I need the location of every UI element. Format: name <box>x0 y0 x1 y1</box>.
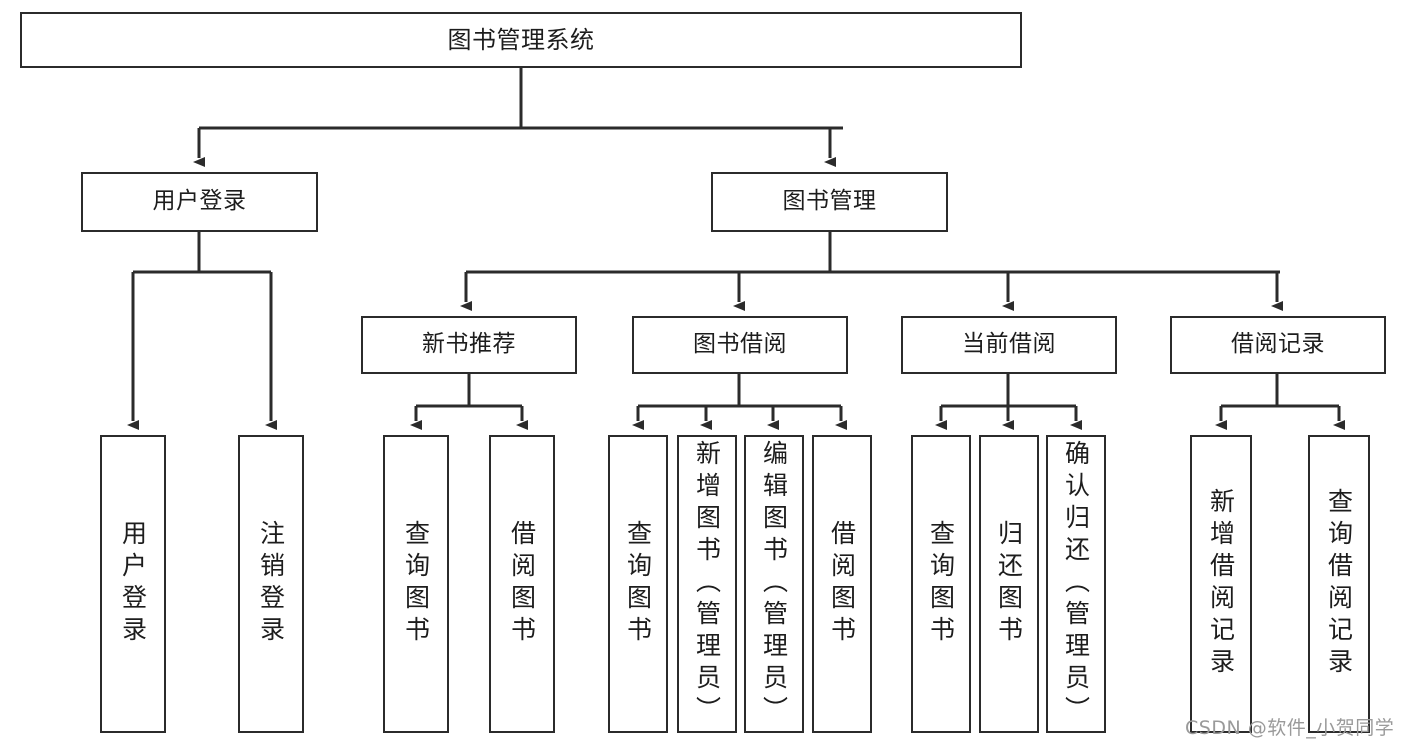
node-root-book-management-system[interactable]: 图书管理系统 <box>20 12 1022 68</box>
node-label: 查询图书 <box>623 520 653 648</box>
leaf-query-book-3[interactable]: 查询图书 <box>911 435 971 733</box>
node-label: 注销登录 <box>256 520 286 648</box>
leaf-query-book-1[interactable]: 查询图书 <box>383 435 449 733</box>
node-label: 借阅记录 <box>1231 331 1325 358</box>
node-label: 图书管理 <box>782 188 877 215</box>
node-book-manage[interactable]: 图书管理 <box>711 172 948 232</box>
node-label: 新书推荐 <box>422 331 516 358</box>
node-label: 用户登录 <box>118 520 148 648</box>
node-label: 新增借阅记录 <box>1206 488 1236 680</box>
leaf-user-login[interactable]: 用户登录 <box>100 435 166 733</box>
node-label: 图书借阅 <box>693 331 787 358</box>
node-label: 查询图书 <box>926 520 956 648</box>
node-label: 查询借阅记录 <box>1324 488 1354 680</box>
leaf-logout-login[interactable]: 注销登录 <box>238 435 304 733</box>
node-book-borrow[interactable]: 图书借阅 <box>632 316 848 374</box>
leaf-add-book[interactable]: 新增图书（管理员） <box>677 435 737 733</box>
leaf-add-record[interactable]: 新增借阅记录 <box>1190 435 1252 733</box>
leaf-confirm-return[interactable]: 确认归还（管理员） <box>1046 435 1106 733</box>
node-label: 编辑图书（管理员） <box>759 440 789 728</box>
node-label: 图书管理系统 <box>447 25 595 54</box>
node-label: 当前借阅 <box>962 331 1056 358</box>
leaf-borrow-book-2[interactable]: 借阅图书 <box>812 435 872 733</box>
node-label: 借阅图书 <box>827 520 857 648</box>
node-new-book-recommend[interactable]: 新书推荐 <box>361 316 577 374</box>
leaf-edit-book[interactable]: 编辑图书（管理员） <box>744 435 804 733</box>
node-label: 确认归还（管理员） <box>1061 440 1091 728</box>
leaf-return-book[interactable]: 归还图书 <box>979 435 1039 733</box>
node-label: 新增图书（管理员） <box>692 440 722 728</box>
node-label: 归还图书 <box>994 520 1024 648</box>
leaf-query-record[interactable]: 查询借阅记录 <box>1308 435 1370 733</box>
node-label: 查询图书 <box>401 520 431 648</box>
leaf-borrow-book-1[interactable]: 借阅图书 <box>489 435 555 733</box>
node-label: 借阅图书 <box>507 520 537 648</box>
csdn-watermark: CSDN @软件_小贺同学 <box>1185 717 1395 739</box>
node-user-login[interactable]: 用户登录 <box>81 172 318 232</box>
node-label: 用户登录 <box>152 188 247 215</box>
leaf-query-book-2[interactable]: 查询图书 <box>608 435 668 733</box>
node-current-borrow[interactable]: 当前借阅 <box>901 316 1117 374</box>
node-borrow-record[interactable]: 借阅记录 <box>1170 316 1386 374</box>
